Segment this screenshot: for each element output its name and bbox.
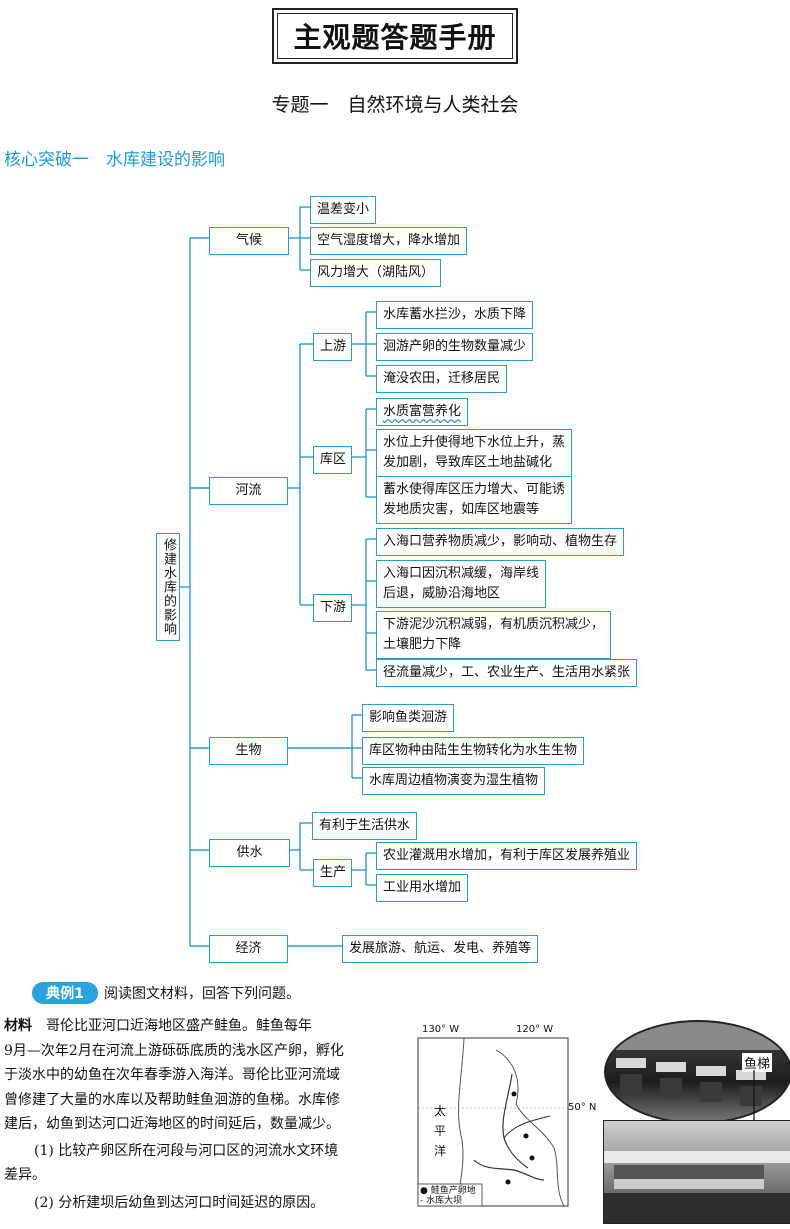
map-legend-item: ● 鲑鱼产卵地 xyxy=(420,1186,476,1196)
material-label: 材料 xyxy=(4,1018,32,1034)
map-lon-label: 130° W xyxy=(422,1024,460,1035)
downstream-item-line: 后退，威胁沿海地区 xyxy=(383,586,501,601)
material-paragraph: 材料 哥伦比亚河口近海地区盛产鲑鱼。鲑鱼每年 9月—次年2月在河流上游砾砾底质的… xyxy=(4,1014,402,1137)
material-line: 曾修建了大量的水库以及帮助鲑鱼洄游的鱼梯。水库修 xyxy=(4,1091,340,1108)
category-water-supply: 供水 xyxy=(209,839,290,867)
reservoir-item: 水质富营养化 xyxy=(376,398,469,426)
biology-item: 影响鱼类洄游 xyxy=(362,704,455,732)
upstream-item: 水库蓄水拦沙，水质下降 xyxy=(376,301,534,329)
category-economy: 经济 xyxy=(209,935,288,963)
downstream-item-line: 土壤肥力下降 xyxy=(383,637,462,652)
map-lon-label: 120° W xyxy=(516,1024,554,1035)
upstream-item: 淹没农田，迁移居民 xyxy=(376,365,508,393)
map-ocean-label: 洋 xyxy=(434,1144,447,1158)
production-item: 工业用水增加 xyxy=(376,874,469,902)
reservoir-item-line: 发地质灾害，如库区地震等 xyxy=(383,502,540,517)
water-supply-production: 生产 xyxy=(313,859,352,887)
reservoir-item-line: 蓄水使得库区压力增大、可能诱 xyxy=(383,482,566,497)
downstream-item: 入海口营养物质减少，影响动、植物生存 xyxy=(376,528,625,556)
upstream-item: 洄游产卵的生物数量减少 xyxy=(376,333,534,361)
example-prompt: 阅读图文材料，回答下列问题。 xyxy=(104,986,300,1002)
question-2: (2) 分析建坝后幼鱼到达河口时间延迟的原因。 xyxy=(34,1195,325,1211)
material-line: 9月—次年2月在河流上游砾砾底质的浅水区产卵，孵化 xyxy=(4,1042,344,1059)
columbia-river-map: 130° W 120° W 50° N 太 平 洋 ● 鲑鱼产卵地 - 水库大坝 xyxy=(404,1020,600,1225)
manual-title: 主观题答题手册 xyxy=(293,21,497,54)
topic-title: 专题一 自然环境与人类社会 xyxy=(271,94,519,116)
river-upstream: 上游 xyxy=(313,333,352,361)
climate-item: 空气湿度增大，降水增加 xyxy=(310,227,468,255)
reservoir-item-line: 发加剧，导致库区土地盐碱化 xyxy=(383,455,553,470)
river-downstream: 下游 xyxy=(313,594,352,622)
dam-drawing xyxy=(604,1151,790,1223)
question-1-line: 差异。 xyxy=(4,1167,46,1183)
banner-inner-border xyxy=(277,13,513,59)
climate-item: 风力增大（湖陆风） xyxy=(310,259,442,287)
category-biology: 生物 xyxy=(209,737,288,765)
reservoir-item: 水位上升使得地下水位上升，蒸 发加剧，导致库区土地盐碱化 xyxy=(376,429,573,477)
category-climate: 气候 xyxy=(209,227,289,255)
map-ocean-label: 平 xyxy=(434,1124,447,1138)
downstream-item-line: 入海口因沉积减缓，海岸线 xyxy=(383,566,540,581)
reservoir-item-text: 水质富营养化 xyxy=(383,404,462,419)
material-line: 建后，幼鱼到达河口近海地区的时间延后，数量减少。 xyxy=(4,1116,340,1132)
climate-item: 温差变小 xyxy=(310,196,377,224)
section-title: 核心突破一 水库建设的影响 xyxy=(4,150,225,170)
mindmap-connectors xyxy=(180,206,376,947)
map-drawing xyxy=(417,1037,569,1207)
production-item: 农业灌溉用水增加，有利于库区发展养殖业 xyxy=(376,842,638,870)
reservoir-item: 蓄水使得库区压力增大、可能诱 发地质灾害，如库区地震等 xyxy=(376,476,573,524)
manual-title-banner: 主观题答题手册 xyxy=(272,8,518,64)
map-legend-item: - 水库大坝 xyxy=(420,1196,463,1206)
biology-item: 水库周边植物演变为湿生植物 xyxy=(362,767,546,795)
dam-photo xyxy=(603,1120,790,1224)
reservoir-item-line: 水位上升使得地下水位上升，蒸 xyxy=(383,435,566,450)
downstream-item-line: 下游泥沙沉积减弱，有机质沉积减少， xyxy=(383,617,605,632)
map-ocean-label: 太 xyxy=(434,1104,447,1118)
fish-ladder-label: 鱼梯 xyxy=(742,1053,773,1072)
example-badge: 典例1 xyxy=(32,982,98,1004)
downstream-item: 入海口因沉积减缓，海岸线 后退，威胁沿海地区 xyxy=(376,560,547,608)
biology-item: 库区物种由陆生生物转化为水生生物 xyxy=(362,737,585,765)
water-supply-living: 有利于生活供水 xyxy=(312,812,418,840)
economy-item: 发展旅游、航运、发电、养殖等 xyxy=(342,935,539,963)
material-line: 材料 哥伦比亚河口近海地区盛产鲑鱼。鲑鱼每年 xyxy=(4,1014,402,1039)
map-lat-label: 50° N xyxy=(568,1102,597,1113)
material-text: 哥伦比亚河口近海地区盛产鲑鱼。鲑鱼每年 xyxy=(46,1018,312,1034)
category-river: 河流 xyxy=(209,477,288,505)
material-line: 于淡水中的幼鱼在次年春季游入海洋。哥伦比亚河流域 xyxy=(4,1067,340,1083)
downstream-item: 下游泥沙沉积减弱，有机质沉积减少， 土壤肥力下降 xyxy=(376,611,612,659)
mindmap-root: 修建水库的影响 xyxy=(156,533,180,641)
river-reservoir: 库区 xyxy=(313,446,352,474)
downstream-item: 径流量减少，工、农业生产、生活用水紧张 xyxy=(376,659,638,687)
question-1-line: (1) 比较产卵区所在河段与河口区的河流水文环境 xyxy=(34,1143,339,1159)
